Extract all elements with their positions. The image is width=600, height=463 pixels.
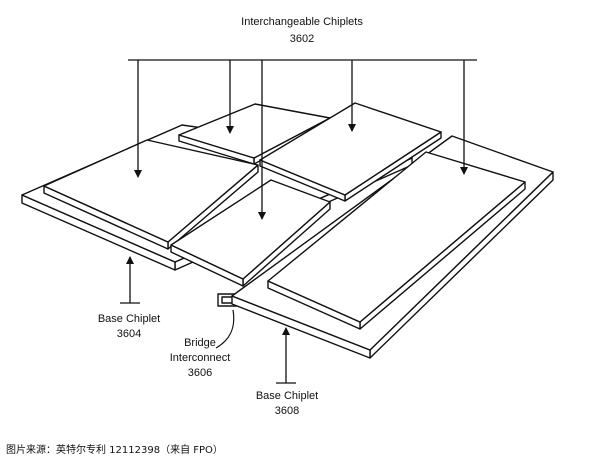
interchangeable-chiplets-number: 3602: [290, 33, 314, 45]
interchangeable-chiplets-label: Interchangeable Chiplets: [241, 16, 363, 28]
base-chiplet-right-label: Base Chiplet: [256, 390, 318, 402]
base-chiplet-right-number: 3608: [275, 405, 299, 417]
base-chiplet-right-pointer: [276, 327, 296, 384]
chiplet-small-front: [170, 179, 331, 287]
base-chiplet-left-label: Base Chiplet: [98, 313, 160, 325]
chiplet-top-right: [259, 102, 442, 202]
bridge-leader-line: [215, 309, 235, 349]
base-chiplet-left-number: 3604: [117, 328, 141, 340]
image-source-caption: 图片来源：英特尔专利 12112398（来自 FPO）: [6, 445, 223, 456]
bridge-interconnect-label-line1: Bridge: [184, 337, 216, 349]
chiplet-large-left: [43, 139, 259, 250]
base-chiplet-left-pointer: [120, 256, 140, 304]
bridge-interconnect-label-line2: Interconnect: [170, 352, 231, 364]
chiplet-long-right: [267, 151, 526, 330]
bridge-interconnect-number: 3606: [188, 367, 212, 379]
